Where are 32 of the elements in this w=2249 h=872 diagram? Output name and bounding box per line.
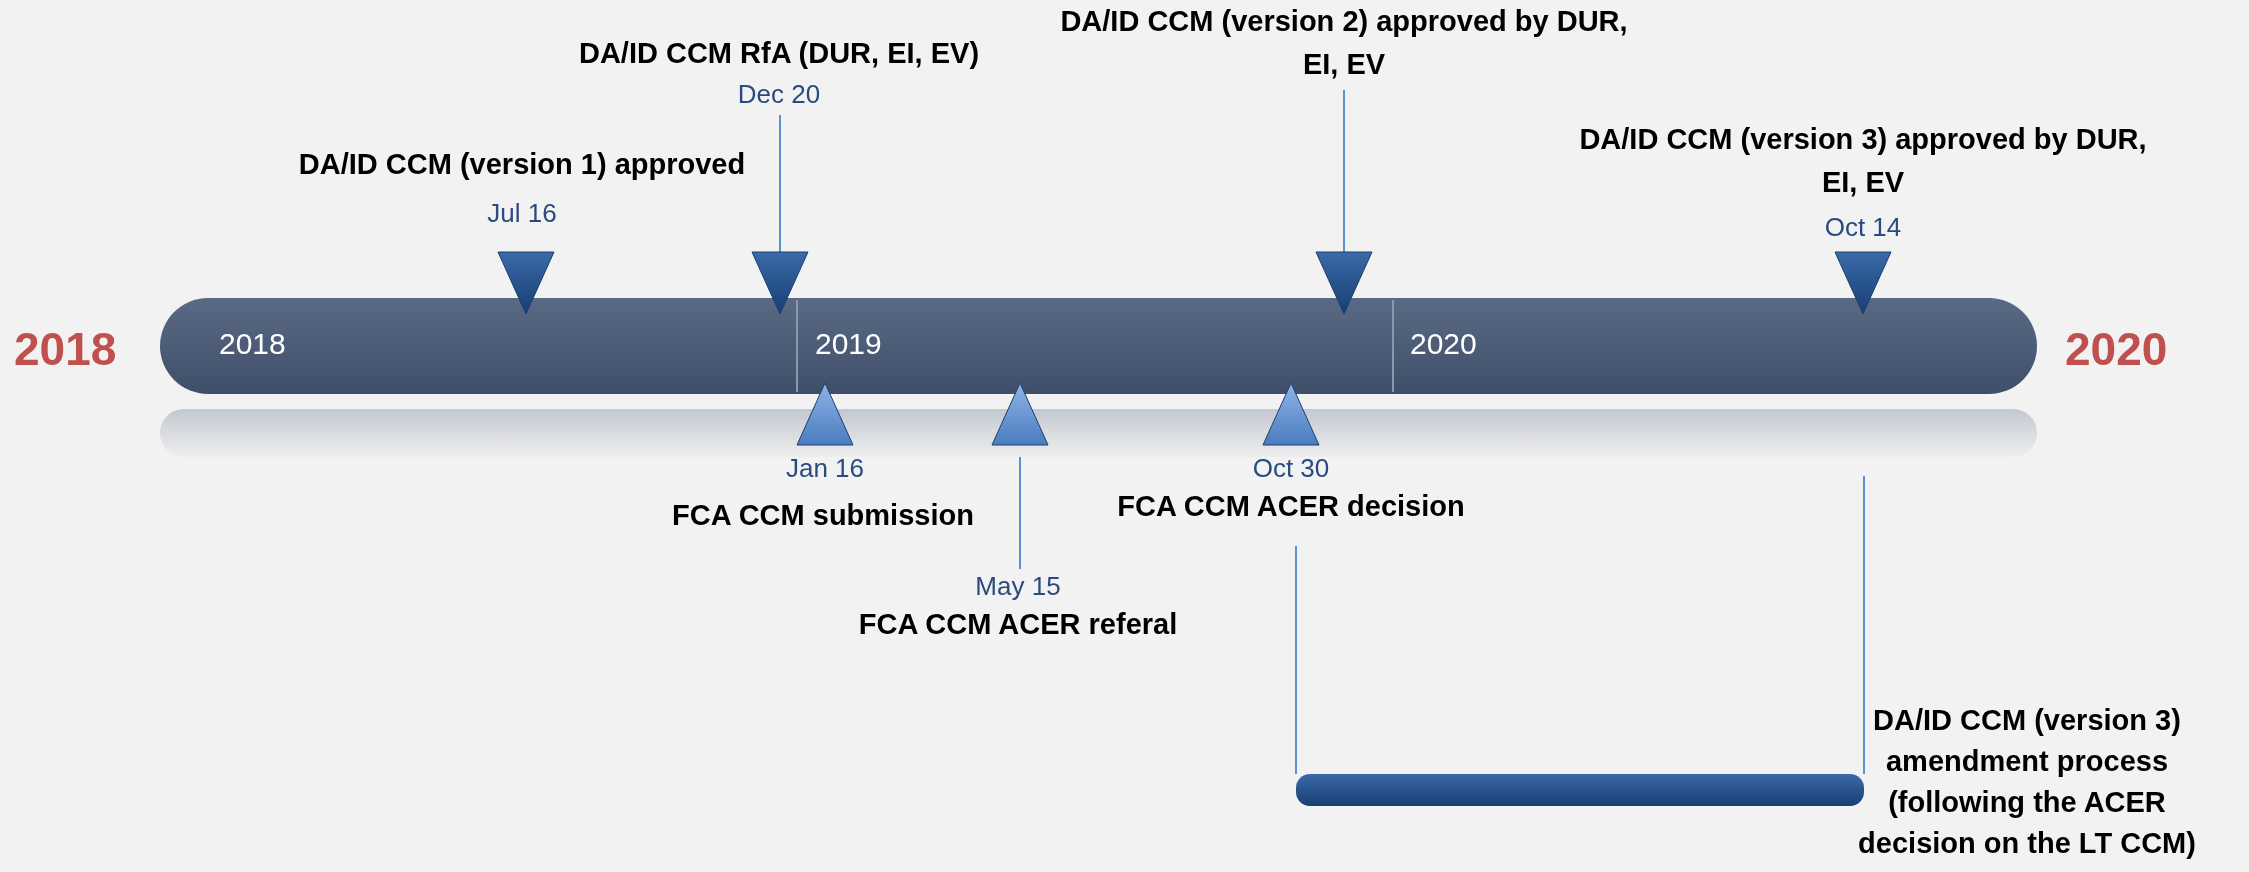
leader-line <box>1295 545 1297 775</box>
date-label: Oct 14 <box>1823 211 1903 244</box>
milestone-marker <box>1262 382 1320 446</box>
year-label: 2020 <box>1410 327 1477 361</box>
event-label: DA/ID CCM RfA (DUR, EI, EV) <box>577 36 981 71</box>
event-label: DA/ID CCM (version 1) approved <box>297 147 747 182</box>
date-label: Jul 16 <box>486 197 558 230</box>
year-label: 2018 <box>219 327 286 361</box>
year-label: 2018 <box>14 322 117 376</box>
leader-line <box>779 114 781 253</box>
event-label: DA/ID CCM (version 3) approved by DUR, EI, EV <box>1578 122 2148 200</box>
milestone-marker <box>1834 251 1892 315</box>
timeline-band <box>160 298 2037 457</box>
date-label: Dec 20 <box>736 78 822 111</box>
leader-line <box>1863 475 1865 775</box>
date-label: May 15 <box>974 570 1062 603</box>
process-bar <box>1296 774 1864 806</box>
leader-line <box>1343 89 1345 253</box>
milestone-marker <box>751 251 809 315</box>
year-label: 2020 <box>2065 322 2168 376</box>
year-label: 2019 <box>815 327 882 361</box>
event-label: FCA CCM ACER decision <box>1116 489 1466 524</box>
milestone-marker <box>497 251 555 315</box>
event-label: DA/ID CCM (version 2) approved by DUR, EI, EV <box>1059 4 1629 82</box>
event-label: FCA CCM ACER referal <box>857 607 1179 642</box>
bar-caption: DA/ID CCM (version 3) amendment process (following the ACER decision on the LT CCM) <box>1857 703 2197 861</box>
date-label: Jan 16 <box>784 452 866 485</box>
milestone-marker <box>991 382 1049 446</box>
milestone-marker <box>796 382 854 446</box>
event-label: FCA CCM submission <box>671 498 975 533</box>
milestone-marker <box>1315 251 1373 315</box>
date-label: Oct 30 <box>1251 452 1331 485</box>
